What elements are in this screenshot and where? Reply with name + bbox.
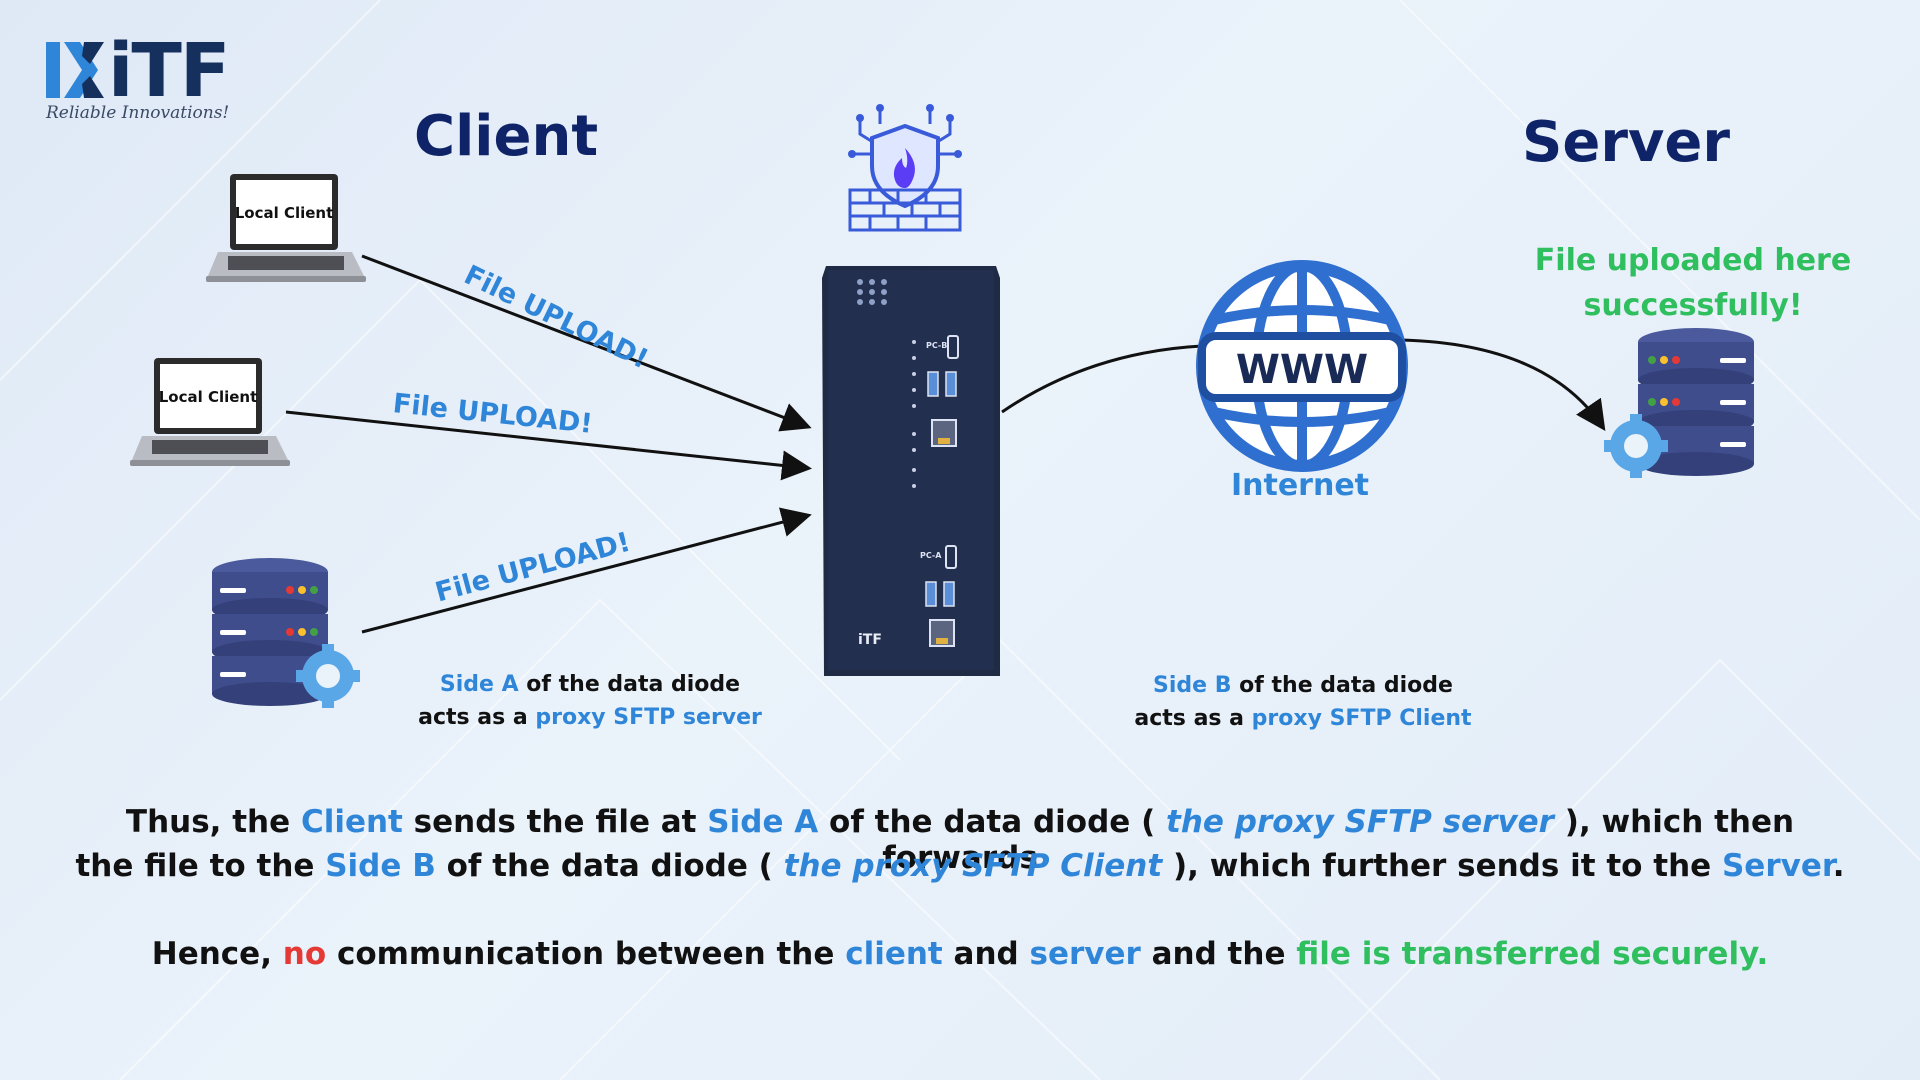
data-diode-device: PC-B PC-A iTF <box>822 266 1000 676</box>
globe-text: WWW <box>1236 347 1368 393</box>
laptop-icon: Local Client <box>130 358 290 466</box>
device-port-label: PC-B <box>926 341 947 350</box>
summary-highlight: the proxy SFTP Client <box>783 848 1163 884</box>
side-a-text: of the data diode <box>518 672 741 697</box>
side-b-note: Side B of the data diode acts as a proxy… <box>1108 669 1498 735</box>
usb-port <box>945 371 957 397</box>
summary-text: and the <box>1140 936 1297 972</box>
conclusion-line: Hence, no communication between the clie… <box>60 936 1860 972</box>
upload-arrow <box>361 507 812 634</box>
side-b-text: acts as a <box>1134 706 1252 731</box>
internet-to-server-arrow <box>1401 338 1606 431</box>
summary-text: of the data diode ( <box>818 804 1167 840</box>
side-a-role: proxy SFTP server <box>535 705 762 730</box>
summary-highlight: file is transferred securely. <box>1296 936 1769 972</box>
upload-success-line: successfully! <box>1583 288 1803 323</box>
summary-text: of the data diode ( <box>435 848 784 884</box>
side-b-text: of the data diode <box>1231 673 1453 698</box>
summary-line: the file to the Side B of the data diode… <box>60 848 1860 884</box>
summary-text: communication between the <box>326 936 846 972</box>
status-leds <box>857 279 887 305</box>
hdmi-port <box>947 335 959 359</box>
upload-arrow <box>285 410 812 481</box>
logo-brand: iTF <box>108 28 230 114</box>
summary-highlight: Side A <box>707 804 819 840</box>
usb-port <box>927 371 939 397</box>
side-a-text: acts as a <box>418 705 536 730</box>
summary-text: sends the file at <box>402 804 708 840</box>
firewall-shield-icon <box>848 104 962 232</box>
side-b-name: Side B <box>1153 673 1232 698</box>
summary-highlight: client <box>845 936 943 972</box>
laptop-label: Local Client <box>235 204 334 222</box>
lan-port <box>931 419 957 447</box>
device-port-label: PC-A <box>920 551 942 560</box>
database-server-icon <box>1604 328 1754 478</box>
upload-arrow <box>361 254 812 432</box>
database-server-icon <box>212 558 360 708</box>
gear-icon <box>296 644 360 708</box>
gear-icon <box>1604 414 1668 478</box>
summary-highlight: no <box>282 936 327 972</box>
usb-port <box>943 581 955 607</box>
summary-highlight: server <box>1029 936 1141 972</box>
summary-highlight: Client <box>300 804 403 840</box>
side-a-note: Side A of the data diode acts as a proxy… <box>400 668 780 734</box>
summary-text: ), which then forwards <box>882 804 1795 876</box>
summary-text: . <box>1832 848 1845 884</box>
summary-text: ), which further sends it to the <box>1162 848 1722 884</box>
logo-tagline: Reliable Innovations! <box>46 103 230 123</box>
summary-line: Thus, the Client sends the file at Side … <box>60 804 1860 876</box>
device-brand: iTF <box>858 632 882 648</box>
globe-icon: WWW <box>1196 260 1408 472</box>
summary-highlight: the proxy SFTP server <box>1166 804 1554 840</box>
summary-text: Hence, <box>151 936 283 972</box>
server-heading: Server <box>1522 110 1731 175</box>
summary-text: and <box>942 936 1030 972</box>
client-heading: Client <box>414 104 599 169</box>
upload-success-note: File uploaded here successfully! <box>1528 238 1858 328</box>
summary-highlight: Server <box>1721 848 1833 884</box>
side-a-name: Side A <box>439 672 519 697</box>
itf-logo-icon <box>46 42 104 98</box>
laptop-icon: Local Client <box>206 174 366 282</box>
summary-text: Thus, the <box>125 804 301 840</box>
hdmi-port <box>945 545 957 569</box>
laptop-label: Local Client <box>159 388 258 406</box>
internet-label: Internet <box>1230 468 1370 503</box>
diode-to-internet-line <box>1001 344 1203 414</box>
summary-text: the file to the <box>75 848 326 884</box>
side-b-role: proxy SFTP Client <box>1251 706 1472 731</box>
usb-port <box>925 581 937 607</box>
summary-highlight: Side B <box>325 848 436 884</box>
upload-success-line: File uploaded here <box>1534 243 1852 278</box>
